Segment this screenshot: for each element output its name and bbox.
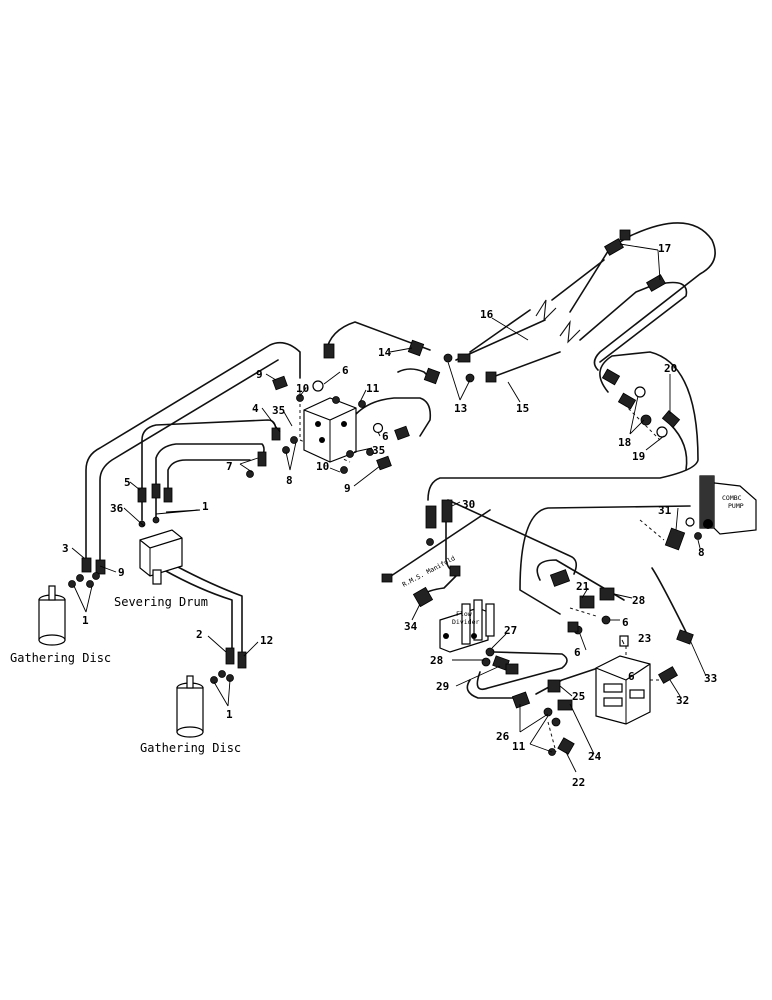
callout-11-top: 11 (366, 382, 380, 395)
hose-right-to-pump (427, 351, 699, 501)
callout-17: 17 (658, 242, 671, 255)
gathering-disc-left (38, 585, 66, 646)
callout-18: 18 (618, 436, 631, 449)
hose-30-long (447, 499, 578, 575)
hose-bottom-loop-2 (476, 651, 568, 691)
hose-rms-manifold (387, 509, 491, 579)
callout-27: 27 (504, 624, 517, 637)
callout-9-bottom: 9 (344, 482, 351, 495)
callout-10-top: 10 (296, 382, 309, 395)
callout-numbers: 3 9 1 36 5 1 2 12 1 4 35 7 8 9 10 6 11 6… (62, 242, 717, 789)
callout-13: 13 (454, 402, 467, 415)
callout-25: 25 (572, 690, 585, 703)
dash-3 (569, 607, 597, 617)
dash-7 (639, 519, 665, 541)
callout-12: 12 (260, 634, 273, 647)
hose-19-20 (669, 423, 688, 471)
fittings (68, 229, 702, 756)
flow-divider-label-1: Flow (456, 610, 472, 618)
callout-8-right: 8 (698, 546, 705, 559)
hose-left-upper (85, 341, 301, 563)
callout-23: 23 (638, 632, 651, 645)
hose-drum-loop-2 (155, 443, 265, 521)
callout-6-lower: 6 (574, 646, 581, 659)
hose-drum-loop-1 (141, 419, 277, 521)
callout-29: 29 (436, 680, 449, 693)
callout-19: 19 (632, 450, 645, 463)
hose-left-upper-b (99, 359, 279, 567)
callout-1-left: 1 (82, 614, 89, 627)
callout-24: 24 (588, 750, 602, 763)
callout-21: 21 (576, 580, 590, 593)
callout-16: 16 (480, 308, 494, 321)
hose-drum-to-disc-b (175, 565, 243, 656)
callout-28-left: 28 (430, 654, 443, 667)
callout-31: 31 (658, 504, 672, 517)
callout-20-lower: 6 (628, 670, 635, 683)
callout-20: 20 (664, 362, 677, 375)
hose-valve-right-loop-2 (397, 368, 435, 383)
hose-13-16 (455, 235, 631, 361)
callout-9-left: 9 (118, 566, 125, 579)
callout-11-bottom: 11 (512, 740, 526, 753)
hose-valve-right-loop (355, 397, 432, 437)
callout-6-top: 6 (342, 364, 349, 377)
hose-15 (489, 283, 657, 379)
callout-33: 33 (704, 672, 717, 685)
gathering-disc-bottom (176, 675, 204, 738)
control-valve-block (303, 397, 357, 463)
callout-36: 36 (110, 502, 124, 515)
callout-1-bottom: 1 (226, 708, 233, 721)
callout-22: 22 (572, 776, 585, 789)
callout-8-left: 8 (286, 474, 293, 487)
callout-32: 32 (676, 694, 689, 707)
hose-17-loop (593, 222, 716, 371)
callout-6-mid: 6 (382, 430, 389, 443)
severing-drum-label: Severing Drum (114, 595, 208, 609)
callout-5: 5 (124, 476, 131, 489)
callout-35-right: 35 (372, 444, 385, 457)
callout-14: 14 (378, 346, 392, 359)
hose-25 (535, 667, 599, 695)
pump-label-1: COMBC (722, 494, 742, 502)
callout-4: 4 (252, 402, 259, 415)
fitting-3 (81, 557, 92, 573)
fitting-9a (95, 559, 106, 575)
callout-1-drum: 1 (202, 500, 209, 513)
callout-9-top: 9 (256, 368, 263, 381)
gathering-disc-left-label: Gathering Disc (10, 651, 111, 665)
callout-3: 3 (62, 542, 69, 555)
hose-pump-to-33-b (651, 567, 687, 633)
hose-bottom-loop (466, 679, 515, 699)
flow-divider-label-2: Divider (452, 618, 479, 626)
leader-lines (71, 243, 707, 773)
hose-drum-loop-3 (167, 459, 251, 493)
callout-28-right: 28 (632, 594, 645, 607)
hose-drum-to-disc (163, 569, 233, 651)
valve-stack (595, 635, 651, 725)
hose-17-b (599, 281, 688, 363)
pump-label-2: PUMP (728, 502, 744, 510)
callout-26: 26 (496, 730, 510, 743)
callout-30: 30 (462, 498, 475, 511)
severing-drum-motor (139, 529, 183, 585)
combine-pump: COMBC PUMP (699, 475, 757, 535)
hose-pump-to-33 (519, 505, 691, 615)
callout-15: 15 (516, 402, 529, 415)
callout-35-left: 35 (272, 404, 285, 417)
callout-34: 34 (404, 620, 418, 633)
hose-lines (85, 222, 716, 699)
hose-16-long (469, 259, 605, 353)
flow-divider: Flow Divider (439, 599, 495, 653)
hose-28-loop (536, 559, 625, 601)
gathering-disc-bottom-label: Gathering Disc (140, 741, 241, 755)
callout-7: 7 (226, 460, 233, 473)
dash-6 (547, 721, 557, 753)
dash-2 (619, 399, 661, 441)
callout-10-bottom: 10 (316, 460, 329, 473)
callout-6-right: 6 (622, 616, 629, 629)
callout-2: 2 (196, 628, 203, 641)
